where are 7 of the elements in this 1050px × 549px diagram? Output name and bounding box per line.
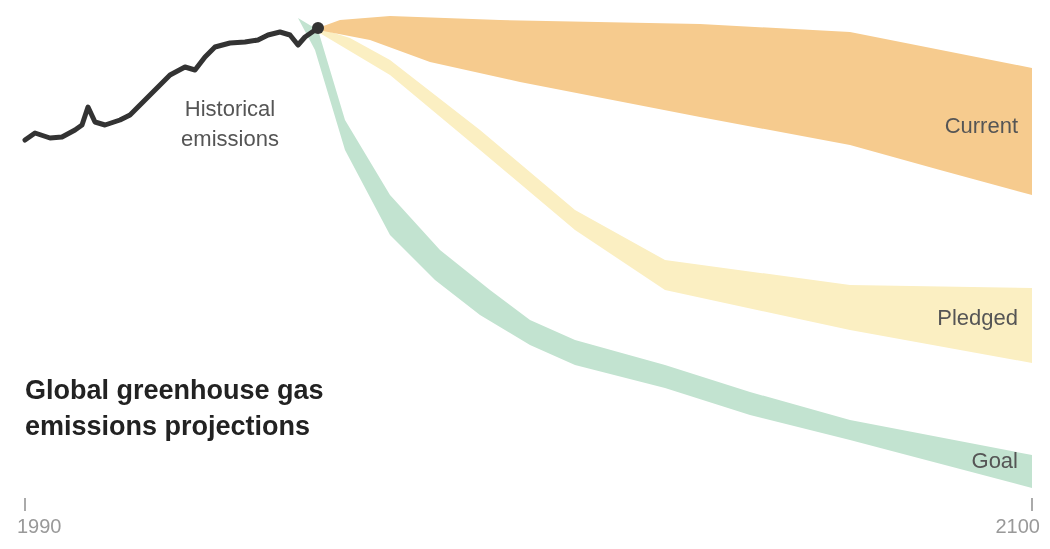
series-label: Goal (971, 447, 1018, 475)
series-label: Current (944, 112, 1018, 140)
series-label: Pledged (937, 304, 1018, 332)
series-label: Historical emissions (180, 95, 280, 153)
chart-title: Global greenhouse gas emissions projections (25, 374, 325, 443)
axis-tick-label: 2100 (995, 515, 1040, 538)
axis-tick-label: 1990 (17, 515, 62, 538)
